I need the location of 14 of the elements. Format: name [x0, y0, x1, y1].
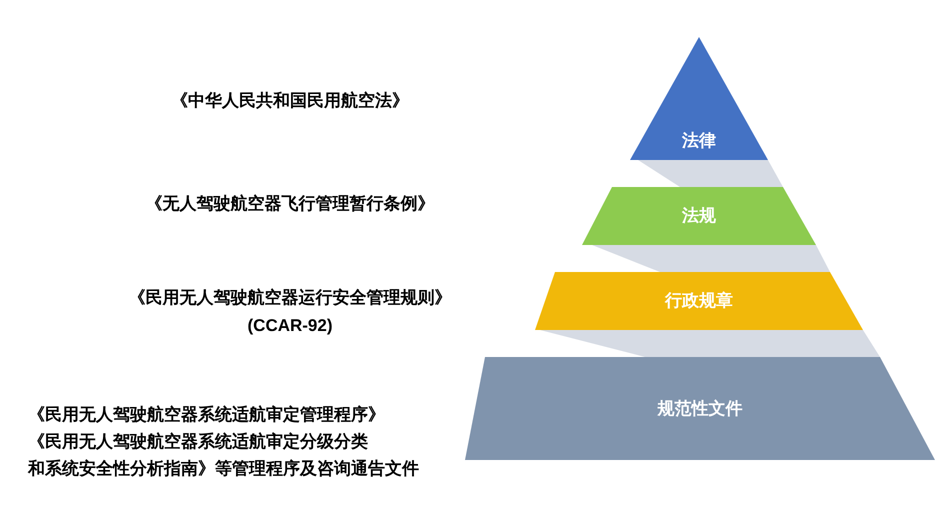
- regulation-title: 《无人驾驶航空器飞行管理暂行条例》: [146, 194, 434, 213]
- pyramid-tier: [535, 272, 863, 330]
- tier-label: 行政规章: [665, 290, 733, 312]
- tier-label: 法规: [682, 205, 716, 228]
- regulation-title: (CCAR-92): [248, 316, 332, 335]
- tier-label: 法律: [682, 131, 716, 150]
- regulation-title: 《中华人民共和国民用航空法》: [171, 91, 409, 110]
- pyramid-tier: [465, 357, 935, 460]
- regulation-title: 《民用无人驾驶航空器系统适航审定管理程序》: [28, 404, 386, 426]
- regulation-title: 《民用无人驾驶航空器运行安全管理规则》: [128, 288, 452, 307]
- pyramid-tier: [582, 187, 816, 245]
- regulation-title: 《民用无人驾驶航空器系统适航审定分级分类和系统安全性分析指南》等管理程序及咨询通告文件: [28, 431, 420, 480]
- tier-label: 规范性文件: [658, 398, 742, 420]
- pyramid-tier: [630, 37, 768, 160]
